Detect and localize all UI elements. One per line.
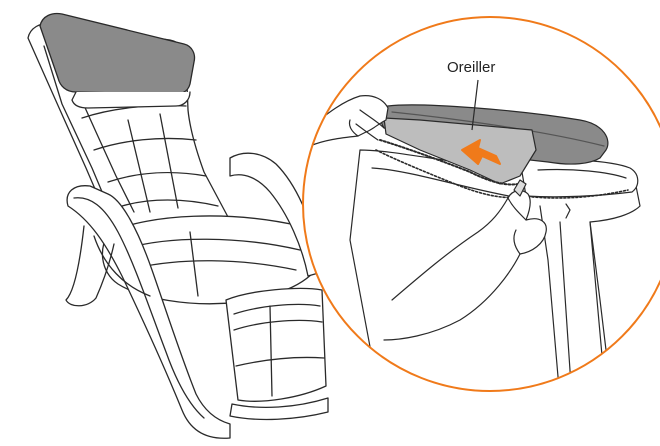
zoom-detail xyxy=(303,17,660,391)
callout-leader xyxy=(471,79,479,131)
direction-arrow xyxy=(461,139,501,165)
headrest-pillow xyxy=(39,12,196,96)
massage-chair xyxy=(27,12,329,439)
zoom-circle-border xyxy=(302,16,660,392)
callout-label-pillow: Oreiller xyxy=(447,59,495,76)
